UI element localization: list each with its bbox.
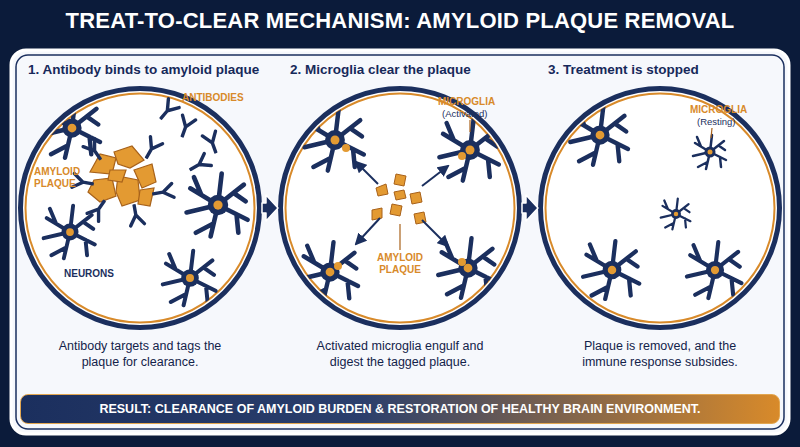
callout-label: NEURONS — [64, 268, 114, 280]
amyloid-plaque — [88, 146, 156, 206]
circle-outline — [538, 86, 782, 330]
circle-inner-ring — [26, 94, 255, 323]
antibody — [152, 184, 174, 201]
engulfed-fragment — [334, 144, 466, 270]
microglia-active — [300, 242, 358, 302]
neuron — [163, 251, 216, 305]
step-caption: Antibody targets and tags the plaque for… — [45, 338, 235, 370]
microglia-active — [439, 119, 498, 180]
step-circle: 3. Treatment is stoppedPlaque is removed… — [538, 86, 782, 330]
amyloid-plaque — [138, 188, 154, 206]
diagram-title: TREAT-TO-CLEAR MECHANISM: AMYLOID PLAQUE… — [0, 8, 800, 34]
result-text: RESULT: CLEARANCE OF AMYLOID BURDEN & RE… — [21, 395, 779, 423]
movement-arrow — [356, 162, 448, 246]
antibody — [83, 139, 106, 163]
step-caption: Activated microglia engulf and digest th… — [305, 338, 495, 370]
panel-one-art — [42, 98, 247, 305]
amyloid-plaque — [88, 178, 116, 202]
antibody — [202, 131, 222, 155]
plaque-fragments — [414, 212, 426, 224]
plaque-fragments — [372, 208, 382, 220]
flow-arrow — [522, 195, 538, 221]
main-panel — [11, 50, 789, 434]
engulfed-fragment — [334, 262, 342, 270]
antibody — [87, 197, 110, 221]
panel-inner-border — [16, 55, 784, 429]
movement-arrow — [422, 220, 448, 246]
amyloid-plaque — [134, 164, 156, 188]
circle-ring — [281, 89, 520, 328]
callout-label: ANTIBODIES — [182, 92, 244, 104]
callout-sublabel: (Resting) — [697, 116, 736, 128]
step-heading: 3. Treatment is stopped — [548, 62, 699, 77]
plaque-fragments — [372, 174, 426, 224]
plaque-fragments — [410, 192, 422, 204]
plaque-fragments — [394, 190, 406, 200]
panel-three-art — [570, 105, 741, 299]
circle-inner-ring — [286, 94, 515, 323]
neuron — [570, 105, 628, 165]
movement-arrow — [422, 166, 448, 186]
amyloid-plaque — [114, 146, 144, 168]
movement-arrow — [356, 162, 378, 184]
callout-sublabel: (Activated) — [442, 108, 487, 120]
neuron — [44, 206, 95, 259]
circle-outline — [18, 86, 262, 330]
circle-ring — [541, 89, 780, 328]
plaque-fragments — [376, 184, 388, 196]
amyloid-plaque — [90, 154, 116, 174]
engulfed-fragment — [342, 144, 350, 152]
callout-label: MICROGLIA — [690, 104, 747, 116]
antibody — [218, 107, 237, 130]
plaque-fragments — [394, 174, 406, 186]
step-heading: 2. Microglia clear the plaque — [290, 62, 471, 77]
callout-label: AMYLOID PLAQUE — [370, 252, 430, 276]
amyloid-plaque — [116, 176, 140, 206]
circle-inner-ring — [546, 94, 775, 323]
antibody — [127, 204, 144, 226]
callout-label: AMYLOID PLAQUE — [34, 166, 90, 190]
plaque-fragments — [390, 204, 402, 216]
microglia-active — [438, 238, 496, 298]
movement-arrow — [356, 218, 380, 244]
circle-ring — [21, 89, 260, 328]
amyloid-plaque — [108, 170, 126, 182]
flow-arrow — [262, 195, 278, 221]
antibody — [140, 137, 162, 161]
circle-outline — [278, 86, 522, 330]
leader-line — [469, 120, 470, 132]
engulfed-fragment — [458, 258, 466, 266]
step-circle: 2. Microglia clear the plaqueActivated m… — [278, 86, 522, 330]
neuron — [187, 174, 248, 237]
leader-line — [711, 128, 712, 138]
antibody — [72, 99, 237, 226]
step-caption: Plaque is removed, and the immune respon… — [565, 338, 755, 370]
neuron — [583, 241, 639, 299]
antibody — [176, 115, 196, 139]
callout-label: MICROGLIA — [438, 96, 495, 108]
neuron — [687, 242, 741, 298]
leader-line — [399, 224, 400, 250]
result-band: RESULT: CLEARANCE OF AMYLOID BURDEN & RE… — [20, 394, 780, 424]
microglia-resting — [661, 199, 691, 230]
antibody — [187, 153, 211, 175]
engulfed-fragment — [458, 152, 466, 160]
microglia-active — [304, 109, 363, 170]
step-circle: 1. Antibody binds to amyloid plaqueAntib… — [18, 86, 262, 330]
neuron — [42, 98, 100, 158]
panel-two-art — [300, 109, 499, 301]
microglia-resting — [693, 135, 726, 169]
antibody — [156, 99, 180, 123]
step-heading: 1. Antibody binds to amyloid plaque — [28, 62, 259, 77]
